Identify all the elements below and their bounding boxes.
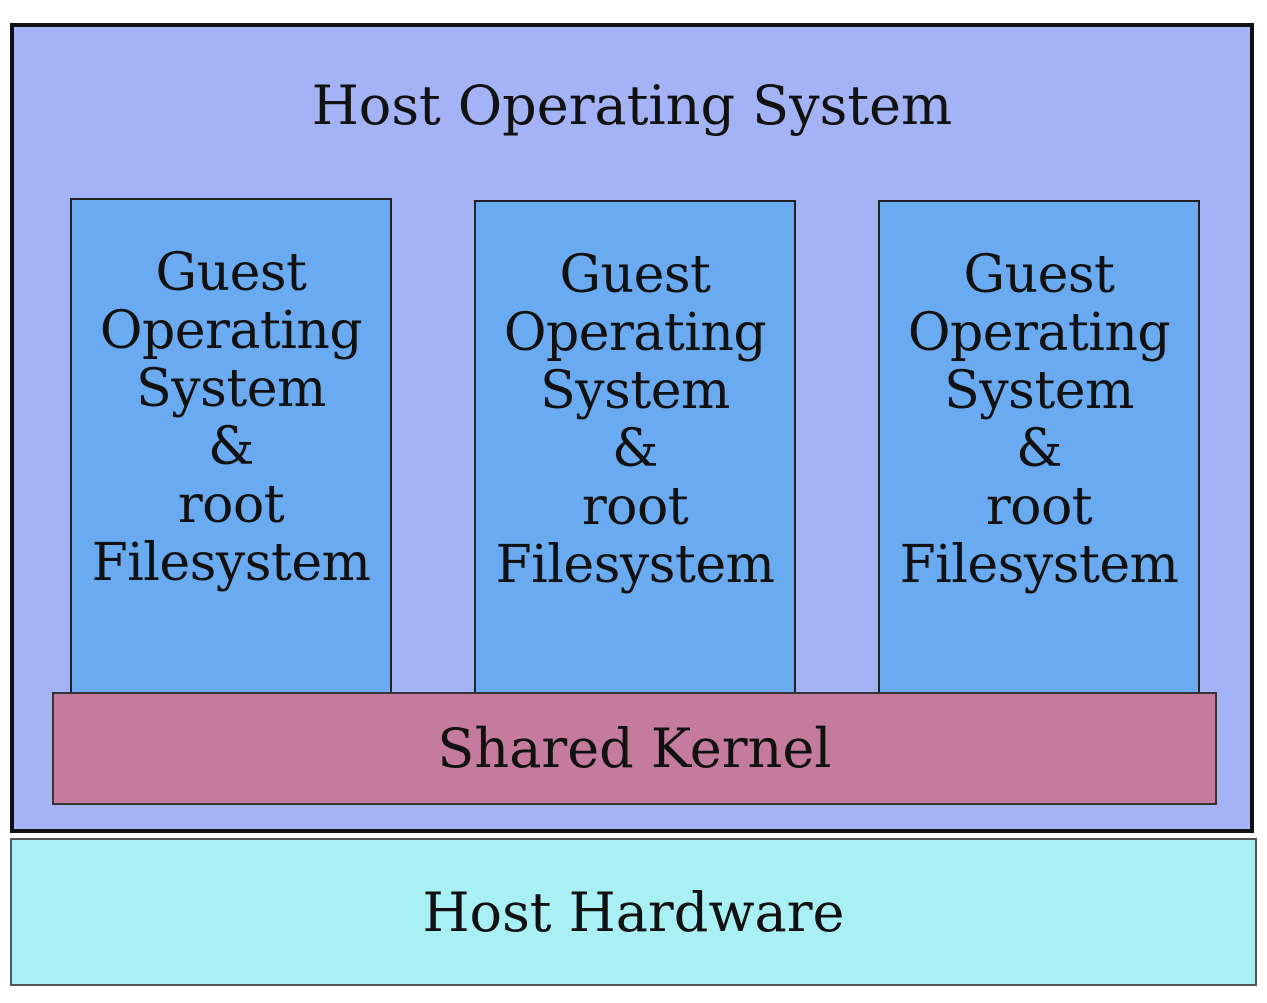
guest-os-line: root (581, 477, 689, 537)
guest-os-line: root (177, 475, 285, 535)
guest-os-line: Filesystem (495, 535, 775, 595)
shared-kernel-box: Shared Kernel (52, 692, 1217, 805)
guest-os-line: System (944, 361, 1134, 421)
guest-os-box-2: Guest Operating System & root Filesystem (474, 200, 796, 698)
guest-os-line: & (612, 419, 658, 479)
guest-os-label-2: Guest Operating System & root Filesystem (496, 246, 775, 594)
guest-os-line: Guest (963, 245, 1115, 305)
host-hardware-label: Host Hardware (422, 880, 845, 944)
guest-os-line: & (208, 417, 254, 477)
host-operating-system-label: Host Operating System (311, 74, 953, 137)
guest-os-line: Operating (99, 301, 363, 361)
guest-os-line: root (985, 477, 1093, 537)
guest-os-box-1: Guest Operating System & root Filesystem (70, 198, 392, 696)
guest-os-line: Operating (503, 303, 767, 363)
guest-os-label-3: Guest Operating System & root Filesystem (900, 246, 1179, 594)
guest-os-line: System (540, 361, 730, 421)
guest-os-line: Guest (155, 243, 307, 303)
guest-os-line: Operating (907, 303, 1171, 363)
shared-kernel-label: Shared Kernel (437, 717, 832, 780)
guest-os-line: & (1016, 419, 1062, 479)
guest-os-line: System (136, 359, 326, 419)
guest-os-line: Filesystem (899, 535, 1179, 595)
guest-os-box-3: Guest Operating System & root Filesystem (878, 200, 1200, 698)
guest-os-line: Guest (559, 245, 711, 305)
guest-os-label-1: Guest Operating System & root Filesystem (92, 244, 371, 592)
host-hardware-box: Host Hardware (10, 838, 1257, 986)
guest-os-line: Filesystem (91, 533, 371, 593)
